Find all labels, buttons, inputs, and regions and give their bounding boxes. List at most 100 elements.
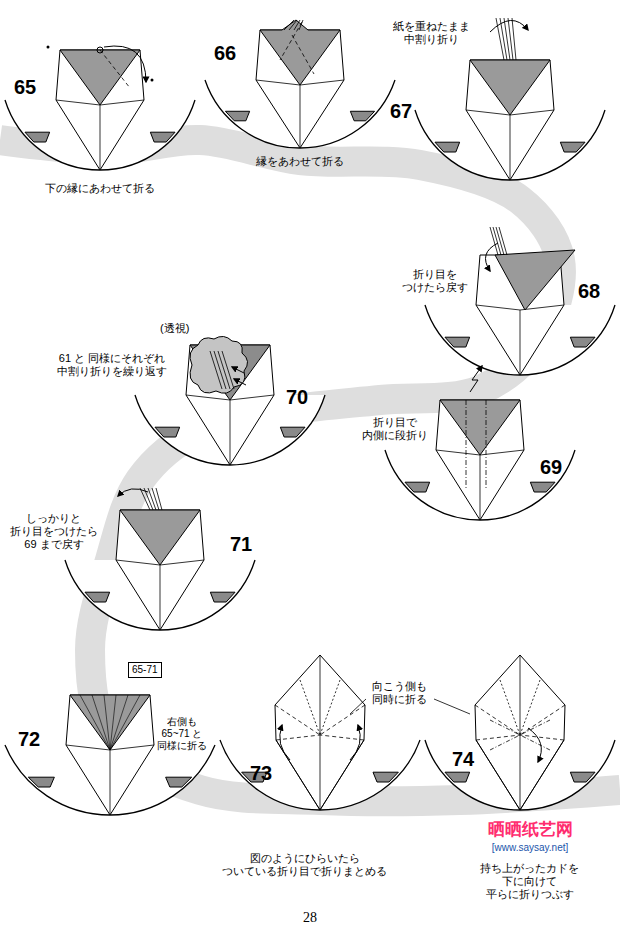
see-through-window bbox=[190, 336, 248, 393]
paper-body bbox=[275, 655, 365, 810]
step-number: 72 bbox=[18, 728, 40, 750]
pleat-line bbox=[110, 695, 140, 750]
crease-line bbox=[116, 560, 160, 565]
crease-line bbox=[56, 100, 100, 105]
crease-line bbox=[300, 680, 320, 735]
fold-arrow bbox=[490, 20, 528, 32]
paper-band bbox=[445, 337, 470, 347]
fold-step bbox=[5, 695, 215, 815]
crease-line bbox=[475, 705, 520, 735]
paper-body bbox=[475, 655, 565, 810]
crease-line bbox=[160, 560, 204, 565]
fold-arrow bbox=[104, 46, 146, 82]
crease-line bbox=[520, 680, 540, 735]
step-number: 69 bbox=[540, 456, 562, 478]
instruction-text: 折り目を つけたら戻す bbox=[400, 268, 470, 294]
instruction-text: 下の縁にあわせて折る bbox=[45, 182, 155, 195]
crease-line bbox=[300, 80, 344, 85]
paper-band bbox=[350, 111, 374, 121]
paper-band bbox=[155, 427, 180, 437]
paper-band bbox=[373, 772, 398, 782]
paper-band bbox=[445, 772, 470, 782]
crease-line bbox=[520, 740, 564, 810]
pleat-line bbox=[80, 695, 110, 750]
crease-line bbox=[276, 735, 320, 740]
crease-line bbox=[476, 735, 520, 740]
fold-step bbox=[65, 488, 255, 630]
step-number: 67 bbox=[390, 100, 412, 122]
leader-line bbox=[434, 699, 470, 714]
pleat-line bbox=[104, 695, 110, 750]
paper-band bbox=[280, 427, 305, 437]
crease-line bbox=[66, 745, 110, 750]
crease-line bbox=[300, 85, 301, 148]
push-arrow bbox=[234, 379, 246, 385]
crease-line bbox=[320, 735, 364, 740]
fold-step bbox=[5, 46, 195, 171]
paper-body bbox=[56, 50, 144, 170]
paper-body bbox=[436, 400, 524, 520]
pleat-line bbox=[92, 695, 110, 750]
paper-band bbox=[560, 142, 585, 152]
paper-band bbox=[530, 482, 555, 492]
paper-band bbox=[166, 777, 192, 787]
paper-band bbox=[85, 592, 110, 602]
paper-band bbox=[25, 132, 50, 142]
step-number: 71 bbox=[230, 533, 252, 555]
fold-arrow bbox=[118, 489, 148, 496]
pleat-line bbox=[289, 20, 297, 30]
crease-line bbox=[520, 655, 521, 810]
crease-line bbox=[160, 565, 161, 630]
fold-arrow bbox=[350, 725, 360, 760]
zigzag-arrow bbox=[470, 366, 482, 392]
pleat-line bbox=[499, 227, 507, 255]
bowl-outline bbox=[5, 100, 195, 170]
fold-step bbox=[425, 655, 615, 810]
paper-flap bbox=[440, 400, 520, 455]
crease-line bbox=[230, 400, 231, 465]
crease-line bbox=[230, 395, 274, 400]
bowl-outline bbox=[415, 110, 605, 180]
instruction-text: しっかりと 折り目をつけたら 69 まで戻す bbox=[8, 512, 100, 551]
crease-line bbox=[436, 450, 480, 455]
pleat-line bbox=[152, 488, 159, 510]
pleat-line bbox=[148, 488, 156, 510]
crease-line bbox=[480, 455, 481, 520]
fold-line bbox=[280, 22, 302, 60]
step-number: 73 bbox=[250, 762, 272, 784]
crease-line bbox=[476, 740, 520, 810]
fold-step bbox=[205, 20, 395, 148]
crease-line bbox=[476, 305, 520, 310]
box-text: 65-71 bbox=[132, 664, 158, 676]
instruction-text: 持ち上がったカドを 下に向けて 平らに折りつぶす bbox=[479, 862, 581, 901]
step-number: 66 bbox=[214, 42, 236, 64]
fold-step bbox=[385, 366, 575, 520]
crease-line bbox=[186, 395, 230, 400]
reference-dot bbox=[151, 79, 154, 82]
pleat-line bbox=[500, 18, 507, 60]
bowl-outline bbox=[425, 305, 615, 375]
instruction-text: 61 と 同様にそれぞれ 中割り折りを繰り返す bbox=[56, 352, 168, 378]
step-number: 68 bbox=[578, 280, 600, 302]
step-number: 65 bbox=[14, 76, 36, 98]
instruction-text: 縁をあわせて折る bbox=[256, 155, 344, 168]
paper-flap bbox=[495, 250, 575, 310]
paper-flap bbox=[120, 510, 200, 565]
fold-arrow bbox=[486, 243, 499, 271]
bowl-outline bbox=[385, 450, 575, 520]
paper-band bbox=[435, 142, 460, 152]
crease-line bbox=[520, 705, 565, 735]
paper-flap bbox=[70, 695, 150, 750]
fold-step bbox=[425, 227, 615, 375]
leader-line bbox=[350, 699, 366, 714]
paper-body bbox=[66, 695, 154, 815]
fold-step bbox=[220, 655, 420, 810]
fold-line bbox=[486, 400, 487, 490]
crease-line bbox=[510, 110, 554, 115]
paper-flap bbox=[60, 50, 140, 105]
step-number: 74 bbox=[452, 748, 474, 770]
paper-band bbox=[570, 772, 595, 782]
crease-line bbox=[520, 310, 521, 375]
view-note: (透視) bbox=[160, 322, 189, 335]
